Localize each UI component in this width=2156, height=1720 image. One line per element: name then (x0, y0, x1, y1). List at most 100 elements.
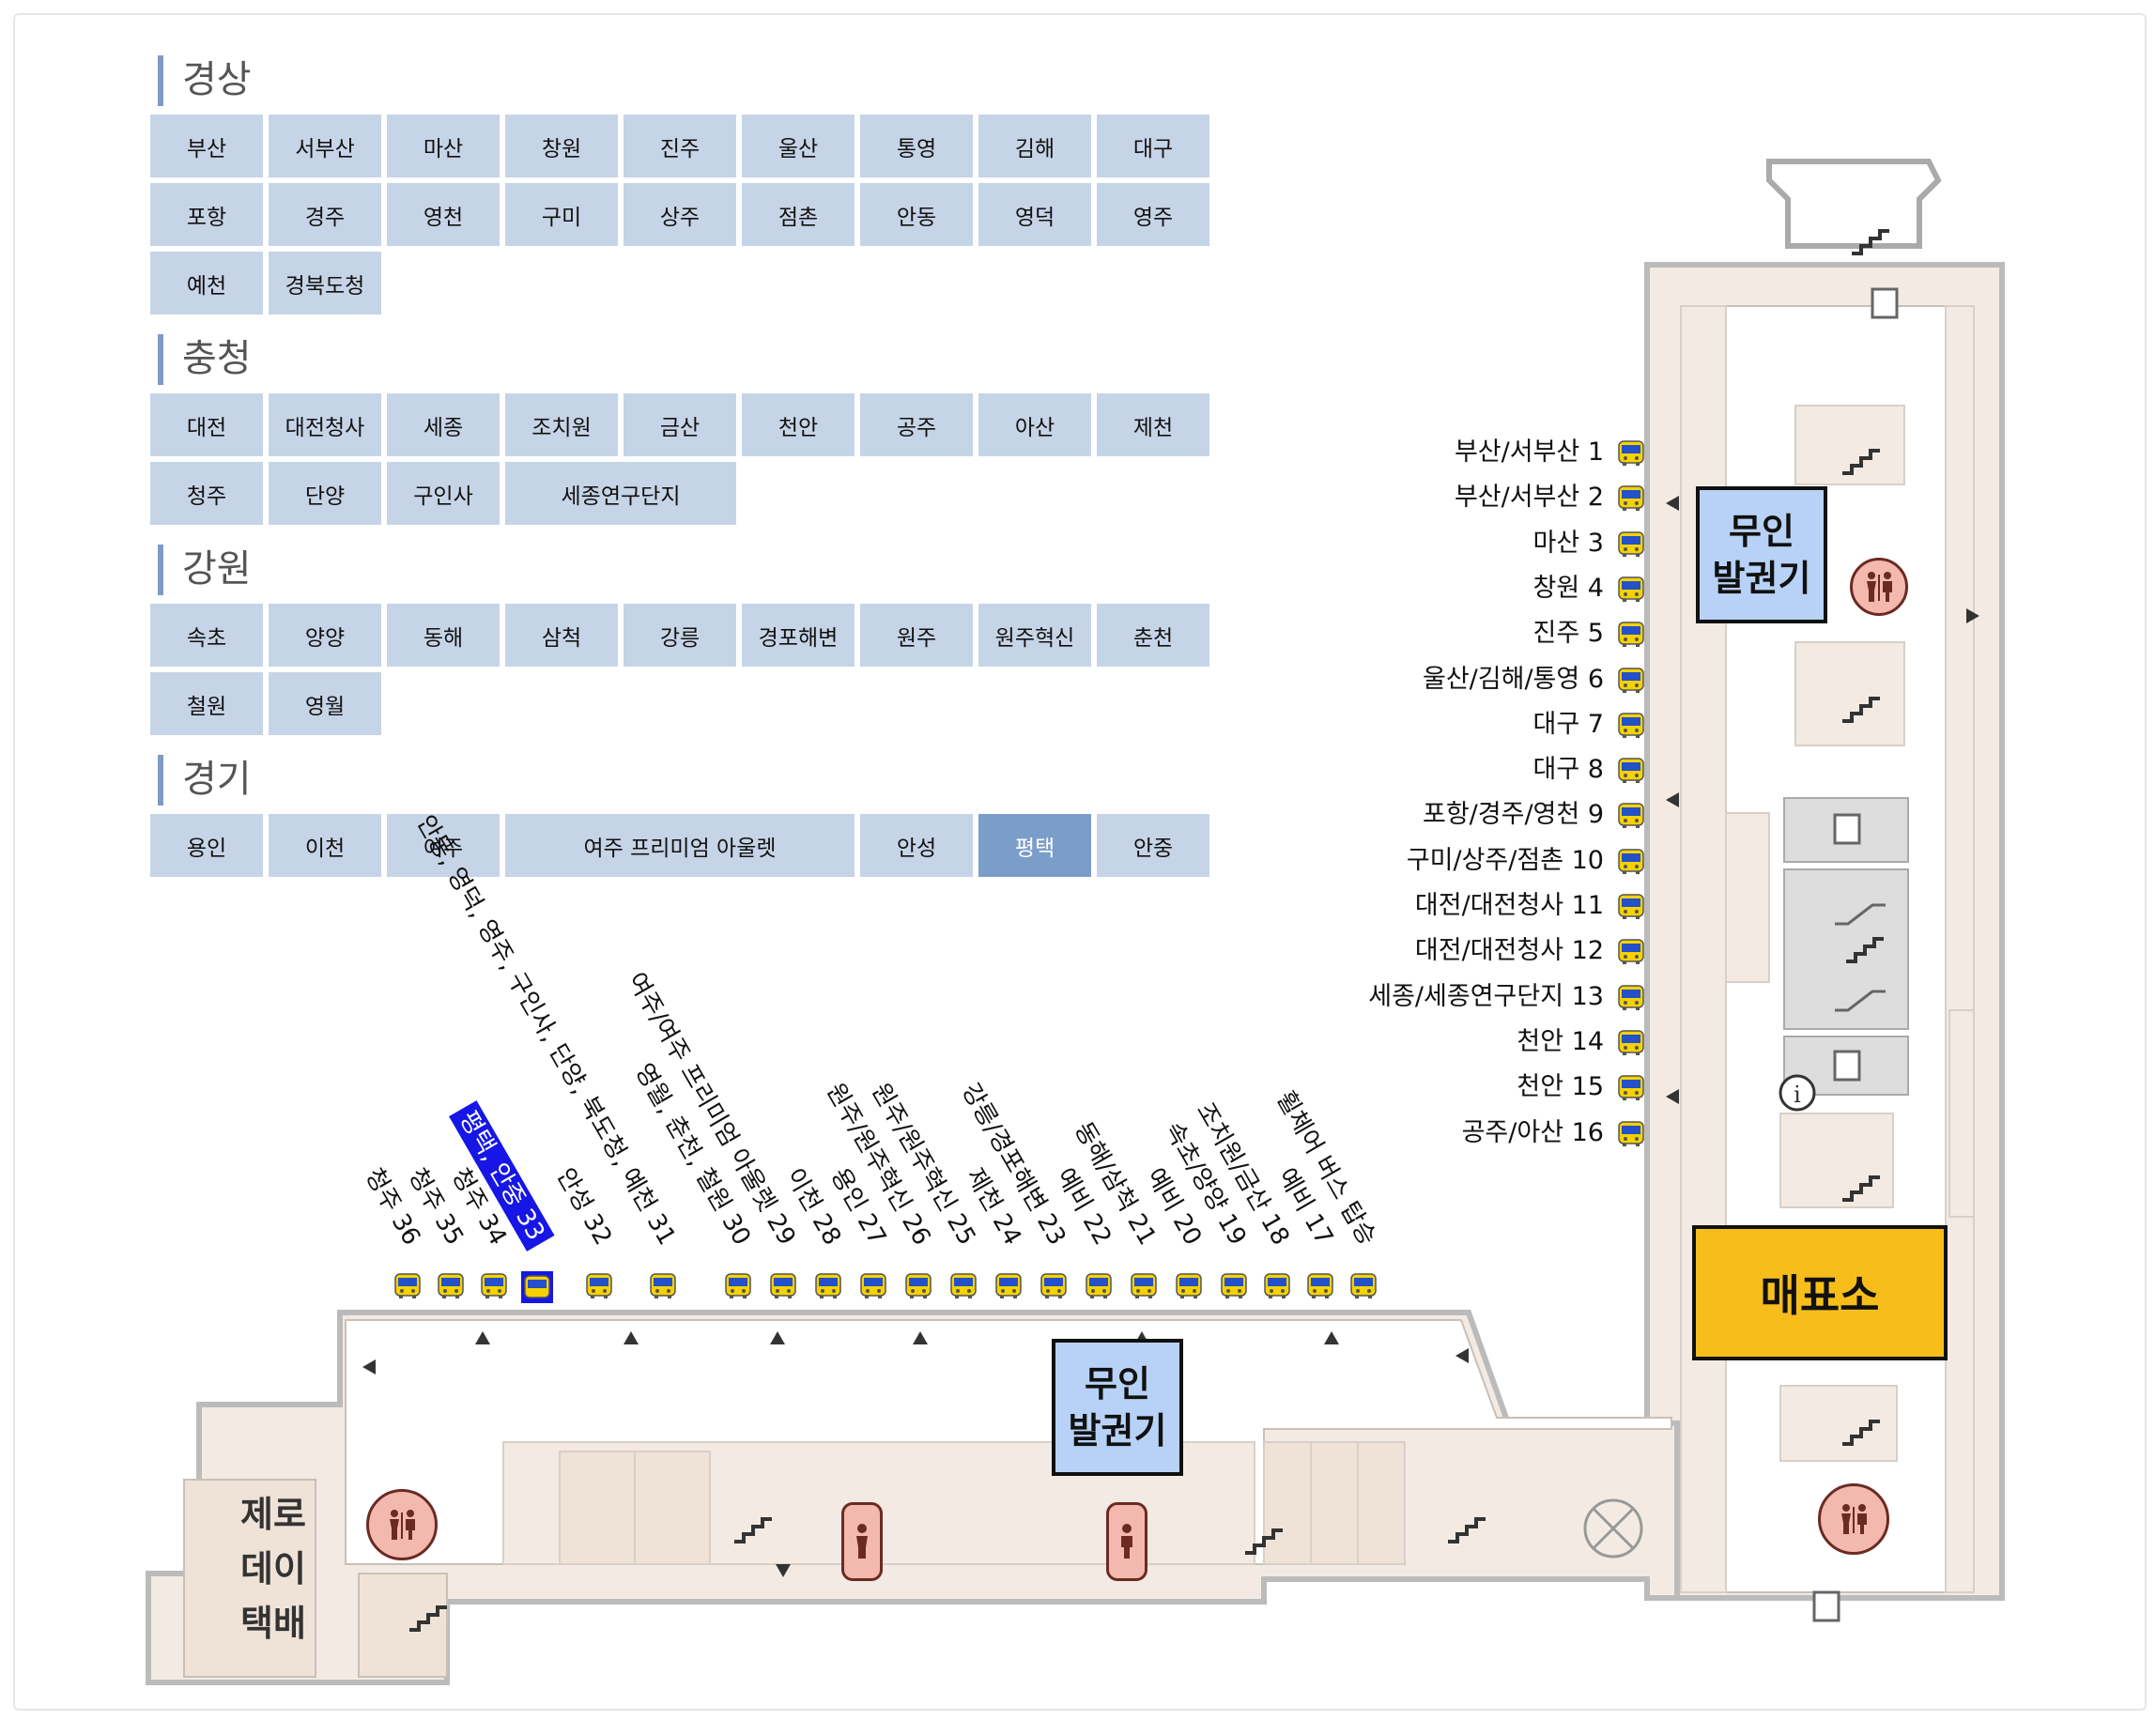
bus-icon (904, 1271, 936, 1303)
destination-button[interactable]: 김해 (978, 115, 1091, 177)
region-title: 경상 (182, 58, 252, 101)
destination-button[interactable]: 세종연구단지 (505, 462, 736, 525)
destination-button[interactable]: 용인 (150, 814, 263, 877)
destination-button[interactable]: 이천 (269, 814, 381, 877)
destination-button[interactable]: 동해 (387, 604, 500, 667)
destination-button[interactable]: 속초 (150, 604, 263, 667)
parcel-office (183, 1479, 316, 1678)
destination-button[interactable]: 구인사 (387, 462, 500, 525)
destination-button[interactable]: 춘천 (1097, 604, 1209, 667)
destination-button[interactable]: 아산 (978, 393, 1091, 456)
bus-icon (724, 1271, 756, 1303)
gate-label[interactable]: 울산/김해/통영 6 (1423, 664, 1604, 694)
region-header: 충청 (150, 328, 1221, 393)
destination-button[interactable]: 창원 (505, 115, 618, 177)
bus-icon (1617, 438, 1645, 467)
destination-button[interactable]: 원주혁신 (978, 604, 1091, 667)
destination-button[interactable]: 포항 (150, 183, 263, 246)
destination-button[interactable]: 경주 (269, 183, 381, 246)
parcel-service-label: 제로 데이 택배 (240, 1494, 306, 1644)
destination-button[interactable]: 철원 (150, 672, 263, 735)
bus-icon (814, 1271, 846, 1303)
right-concourse (1644, 159, 2005, 1601)
destination-button[interactable]: 상주 (624, 183, 736, 246)
destination-button[interactable]: 세종 (387, 393, 500, 456)
stairs-icon (1245, 1528, 1283, 1555)
stairs-icon (734, 1517, 772, 1543)
bus-icon (480, 1271, 512, 1303)
destination-button[interactable]: 여주 프리미엄 아울렛 (505, 814, 855, 877)
kiosk-right[interactable]: 무인 발권기 (1696, 486, 1827, 623)
destination-button[interactable]: 조치원 (505, 393, 618, 456)
destination-button[interactable]: 대구 (1097, 115, 1209, 177)
gate-label[interactable]: 부산/서부산 1 (1454, 438, 1604, 467)
destination-button[interactable]: 예천 (150, 252, 263, 315)
gate-label[interactable]: 대구 8 (1532, 755, 1604, 785)
destination-button[interactable]: 청주 (150, 462, 263, 525)
bus-icon (1040, 1271, 1071, 1303)
gate-label[interactable]: 천안 14 (1517, 1026, 1604, 1056)
destination-button[interactable]: 양양 (269, 604, 381, 667)
stairs-icon (1842, 1175, 1880, 1202)
gate-label[interactable]: 구미/상주/점촌 10 (1406, 845, 1604, 875)
gate-label[interactable]: 진주 5 (1532, 619, 1604, 649)
kiosk-bottom[interactable]: 무인 발권기 (1052, 1339, 1183, 1476)
gate-label[interactable]: 마산 3 (1532, 528, 1604, 558)
destination-button[interactable]: 여주 (387, 814, 500, 877)
gate-label[interactable]: 세종/세종연구단지 13 (1368, 981, 1604, 1011)
destination-button[interactable]: 경북도청 (269, 252, 381, 315)
destination-button[interactable]: 진주 (624, 115, 736, 177)
destination-button[interactable]: 점촌 (742, 183, 855, 246)
destination-button[interactable]: 구미 (505, 183, 618, 246)
destination-button[interactable]: 삼척 (505, 604, 618, 667)
destination-button[interactable]: 강릉 (624, 604, 736, 667)
destination-button[interactable]: 천안 (742, 393, 855, 456)
destination-button[interactable]: 평택 (978, 814, 1091, 877)
bus-icon (1617, 575, 1645, 603)
destination-button[interactable]: 안성 (860, 814, 973, 877)
gate-label[interactable]: 공주/아산 16 (1461, 1117, 1604, 1147)
bus-icon (1617, 530, 1645, 558)
destination-button[interactable]: 대전 (150, 393, 263, 456)
destination-button[interactable]: 울산 (742, 115, 855, 177)
destination-button[interactable]: 경포해변 (742, 604, 855, 667)
destination-button[interactable]: 영주 (1097, 183, 1209, 246)
gate-label[interactable]: 천안 15 (1517, 1072, 1604, 1102)
destination-button[interactable]: 대전청사 (269, 393, 381, 456)
bus-icon (769, 1271, 801, 1303)
destination-button[interactable]: 원주 (860, 604, 973, 667)
ticket-office[interactable]: 매표소 (1692, 1225, 1948, 1360)
gate-label[interactable]: 대전/대전청사 12 (1414, 936, 1604, 966)
bus-icon (1349, 1271, 1381, 1303)
gate-label[interactable]: 창원 4 (1532, 573, 1604, 603)
gate-label[interactable]: 포항/경주/영천 9 (1423, 800, 1604, 830)
destination-button[interactable]: 영월 (269, 672, 381, 735)
destination-button[interactable]: 통영 (860, 115, 973, 177)
destination-button[interactable]: 영덕 (978, 183, 1091, 246)
bus-icon (1617, 801, 1645, 829)
destination-button[interactable]: 영천 (387, 183, 500, 246)
destination-button[interactable]: 금산 (624, 393, 736, 456)
destination-button[interactable]: 공주 (860, 393, 973, 456)
gate-label[interactable]: 대전/대전청사 11 (1414, 891, 1604, 920)
gate-label[interactable]: 대구 7 (1532, 709, 1604, 739)
bus-icon (393, 1271, 425, 1303)
gate-label[interactable]: 부산/서부산 2 (1454, 483, 1604, 513)
destination-button[interactable]: 단양 (269, 462, 381, 525)
destination-button[interactable]: 안동 (860, 183, 973, 246)
destination-button[interactable]: 안중 (1097, 814, 1209, 877)
destination-button[interactable]: 제천 (1097, 393, 1209, 456)
destination-button[interactable]: 부산 (150, 115, 263, 177)
north-tower (1766, 159, 1942, 249)
stairs-icon (1842, 697, 1880, 723)
region-title: 경기 (182, 758, 252, 801)
destination-button[interactable]: 서부산 (269, 115, 381, 177)
region-marker (158, 334, 163, 385)
stairs-icon (1448, 1517, 1486, 1543)
destination-button[interactable]: 마산 (387, 115, 500, 177)
bus-icon (1617, 892, 1645, 920)
